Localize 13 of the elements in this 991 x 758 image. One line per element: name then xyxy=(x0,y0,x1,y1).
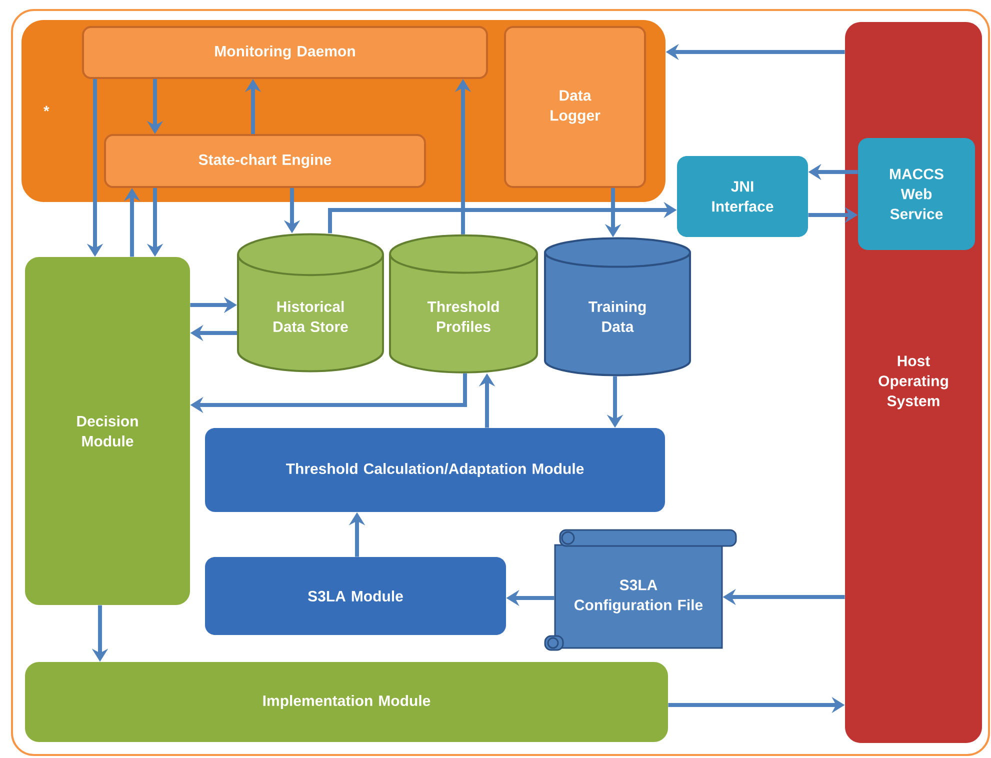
database-cylinder: Historical Data Store xyxy=(237,233,384,372)
service-box: MACCS Web Service xyxy=(858,138,975,250)
module-box: Implementation Module xyxy=(25,662,668,742)
interface-box: JNI Interface xyxy=(677,156,808,237)
module-box: Threshold Calculation/Adaptation Module xyxy=(205,428,665,512)
component-box: Monitoring Daemon xyxy=(82,26,488,79)
document-scroll: S3LA Configuration File xyxy=(544,529,737,651)
module-box: Decision Module xyxy=(25,257,190,605)
component-box: Data Logger xyxy=(504,26,646,188)
component-box: State-chart Engine xyxy=(104,134,426,188)
database-cylinder: Training Data xyxy=(544,237,691,376)
database-cylinder: Threshold Profiles xyxy=(389,234,538,374)
module-box: S3LA Module xyxy=(205,557,506,635)
